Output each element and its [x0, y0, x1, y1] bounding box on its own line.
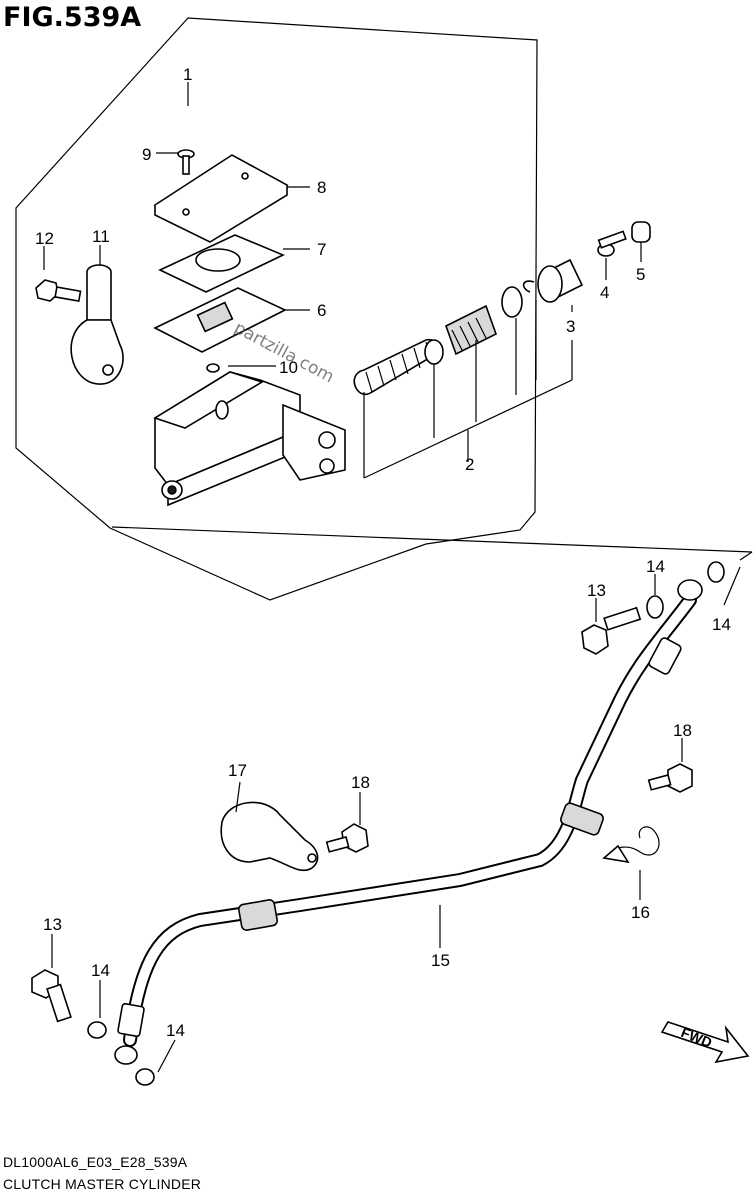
forward-direction-badge: FWD: [660, 1021, 750, 1064]
master-cylinder-body: [153, 371, 346, 507]
clutch-hose: [114, 579, 703, 1065]
callout-18-middle: 18: [351, 773, 370, 792]
o-ring: [206, 363, 220, 373]
push-rod: [597, 230, 627, 257]
callout-14-upper-a: 14: [646, 557, 665, 576]
dust-boot: [537, 258, 584, 303]
callout-13-upper: 13: [587, 581, 606, 600]
push-rod-nut: [631, 221, 651, 243]
hose-clamp: [220, 801, 319, 872]
washer-upper-a: [646, 595, 664, 619]
union-bolt-upper: [581, 606, 642, 655]
footer-model-code: DL1000AL6_E03_E28_539A: [3, 1154, 188, 1170]
callout-9: 9: [142, 145, 151, 164]
hose-guide: [602, 826, 660, 864]
washer-upper-b: [707, 561, 725, 583]
reservoir-gasket: [158, 234, 285, 293]
callout-10: 10: [279, 358, 298, 377]
callout-5: 5: [636, 265, 645, 284]
footer-section-name: CLUTCH MASTER CYLINDER: [3, 1176, 202, 1192]
union-bolt-lower: [31, 969, 72, 1023]
reservoir-cap: [153, 154, 289, 243]
callout-7: 7: [317, 240, 326, 259]
section-divider-tip: [739, 551, 753, 561]
section-divider: [111, 526, 753, 553]
washer-lower-a: [87, 1021, 107, 1039]
washer-lower-b: [135, 1068, 155, 1086]
callout-13-lower: 13: [43, 915, 62, 934]
callout-3: 3: [566, 317, 575, 336]
callout-16: 16: [631, 903, 650, 922]
callout-1: 1: [183, 65, 192, 84]
callout-12: 12: [35, 229, 54, 248]
cap-screw: [177, 149, 195, 175]
clamp-bolt-right: [647, 763, 693, 793]
callout-14-upper-b: 14: [712, 615, 731, 634]
callout-14-lower-a: 14: [91, 961, 110, 980]
forward-label: FWD: [679, 1024, 715, 1051]
callout-2-bracket: [363, 300, 573, 479]
handlebar-clamp: [70, 264, 124, 385]
callout-15: 15: [431, 951, 450, 970]
callout-11: 11: [92, 227, 110, 246]
clamp-bolt-middle: [325, 823, 369, 853]
callout-17: 17: [228, 761, 247, 780]
lower-leader-lines: [51, 566, 741, 1073]
piston-assembly: [353, 280, 535, 396]
callout-6: 6: [317, 301, 326, 320]
callout-4: 4: [600, 283, 609, 302]
callout-18-right: 18: [673, 721, 692, 740]
upper-leader-lines: [43, 82, 642, 462]
callout-2: 2: [465, 455, 474, 474]
assembly-outline: [15, 17, 538, 601]
callout-8: 8: [317, 178, 326, 197]
clamp-bolt: [35, 279, 82, 303]
callout-14-lower-b: 14: [166, 1021, 185, 1040]
figure-title: FIG.539A: [3, 2, 142, 33]
